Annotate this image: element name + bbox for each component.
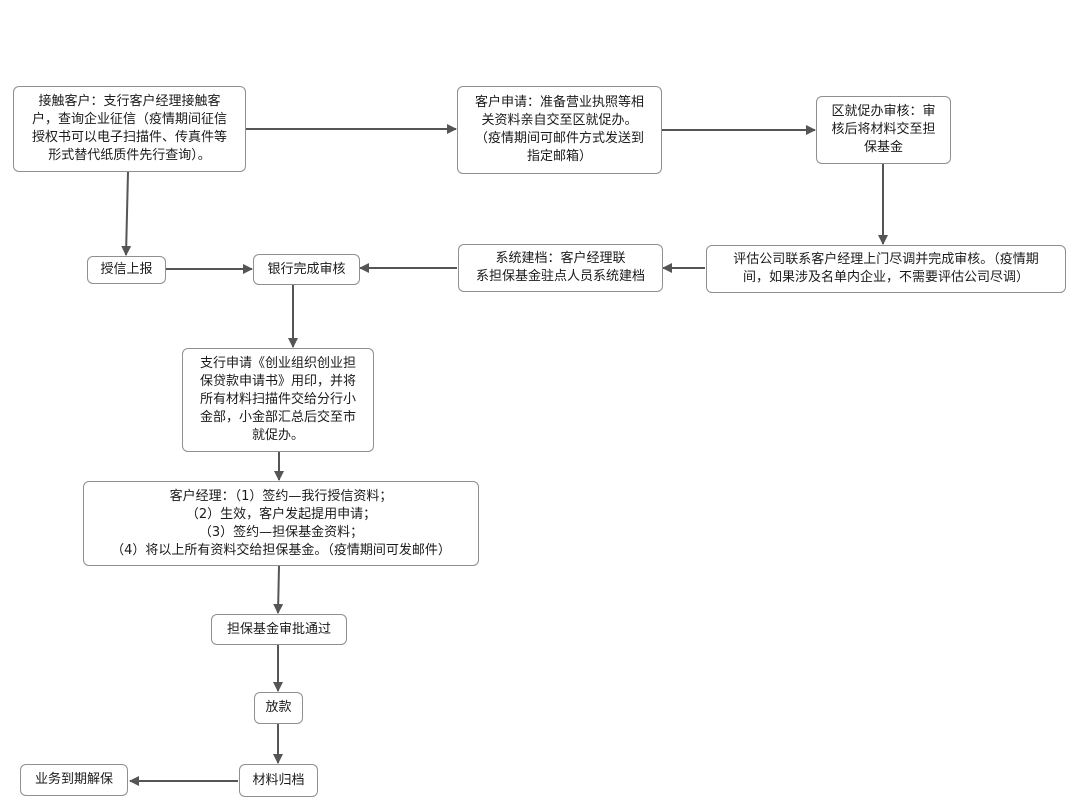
edge-contact-credit-report: [121, 171, 132, 256]
node-credit-report: 授信上报: [87, 256, 166, 284]
node-manager-steps: 客户经理：（1）签约—我行授信资料； （2）生效，客户发起提用申请； （3）签约…: [83, 481, 479, 566]
node-district-review: 区就促办审核：审 核后将材料交至担 保基金: [816, 96, 951, 164]
node-branch-apply: 支行申请《创业组织创业担 保贷款申请书》用印，并将 所有材料扫描件交给分行小 金…: [182, 348, 374, 452]
node-contact-label: 接触客户：支行客户经理接触客 户，查询企业征信（疫情期间征信 授权书可以电子扫描…: [31, 94, 227, 163]
node-bank-review-label: 银行完成审核: [267, 261, 346, 277]
node-archive: 材料归档: [239, 764, 318, 797]
node-system-filing: 系统建档：客户经理联 系担保基金驻点人员系统建档: [458, 244, 663, 292]
node-system-filing-label: 系统建档：客户经理联 系担保基金驻点人员系统建档: [475, 251, 645, 284]
node-apply-label: 客户申请：准备营业执照等相 关资料亲自交至区就促办。 （疫情期间可邮件方式发送到…: [474, 95, 644, 164]
node-credit-report-label: 授信上报: [100, 262, 153, 277]
edge-manager-steps-fund-approval: [273, 565, 284, 614]
node-apply: 客户申请：准备营业执照等相 关资料亲自交至区就促办。 （疫情期间可邮件方式发送到…: [457, 86, 662, 174]
node-fund-approval: 担保基金审批通过: [211, 614, 347, 645]
node-contact: 接触客户：支行客户经理接触客 户，查询企业征信（疫情期间征信 授权书可以电子扫描…: [13, 86, 246, 172]
node-assessment: 评估公司联系客户经理上门尽调并完成审核。（疫情期 间，如果涉及名单内企业，不需要…: [706, 245, 1066, 293]
node-district-review-label: 区就促办审核：审 核后将材料交至担 保基金: [831, 104, 936, 155]
node-fund-approval-label: 担保基金审批通过: [226, 621, 331, 637]
node-loan-label: 放款: [265, 700, 292, 715]
node-loan: 放款: [254, 692, 303, 724]
node-archive-label: 材料归档: [252, 772, 305, 788]
node-branch-apply-label: 支行申请《创业组织创业担 保贷款申请书》用印，并将 所有材料扫描件交给分行小 金…: [199, 356, 356, 443]
node-bank-review: 银行完成审核: [253, 254, 360, 285]
node-assessment-label: 评估公司联系客户经理上门尽调并完成审核。（疫情期 间，如果涉及名单内企业，不需要…: [733, 252, 1039, 285]
node-manager-steps-label: 客户经理：（1）签约—我行授信资料； （2）生效，客户发起提用申请； （3）签约…: [111, 488, 451, 558]
node-release-label: 业务到期解保: [34, 772, 113, 787]
node-release: 业务到期解保: [20, 764, 128, 796]
